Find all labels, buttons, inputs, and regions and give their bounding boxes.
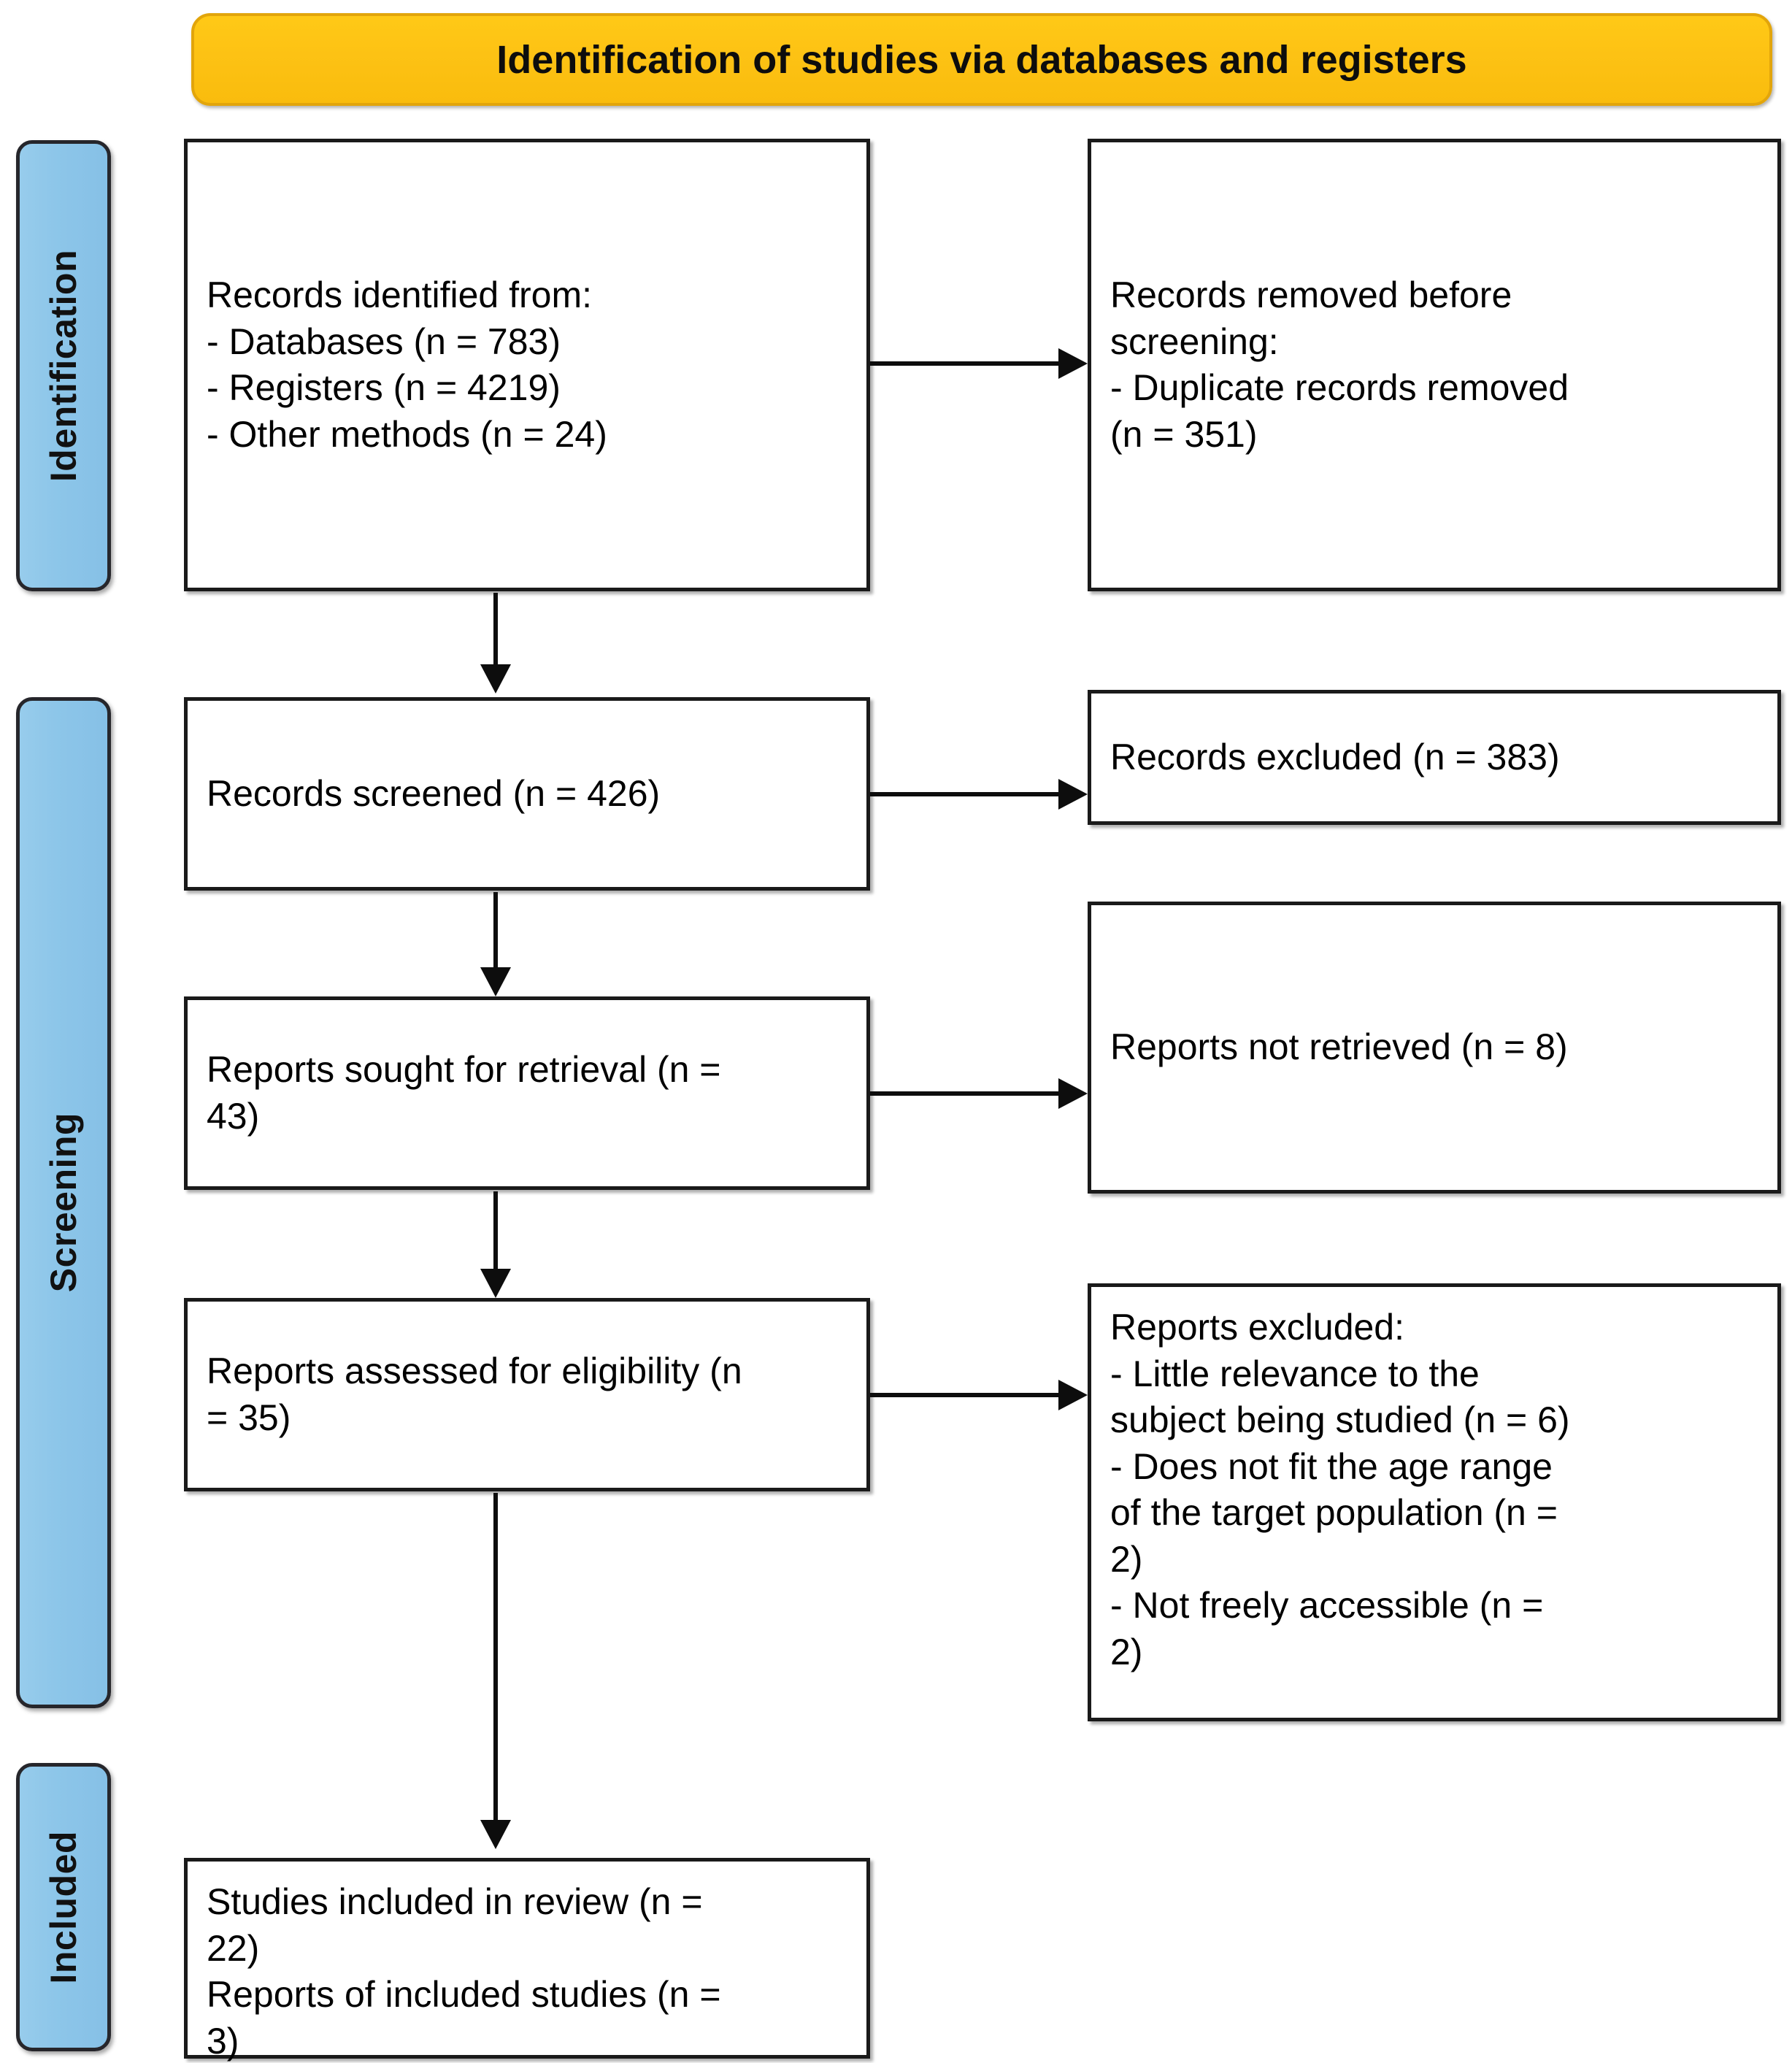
node-records-removed: Records removed before screening: - Dupl…	[1088, 139, 1781, 591]
arrow-screened-to-sought-head	[480, 967, 511, 996]
node-reports-assessed: Reports assessed for eligibility (n = 35…	[184, 1298, 870, 1491]
node-records-removed-text: Records removed before screening: - Dupl…	[1110, 274, 1569, 455]
arrow-sought-to-assessed-head	[480, 1269, 511, 1298]
stage-label-included-text: Included	[43, 1830, 84, 1984]
arrow-assessed-to-included	[493, 1493, 498, 1821]
node-studies-included-text: Studies included in review (n = 22) Repo…	[207, 1881, 721, 2062]
arrow-screened-to-sought	[493, 892, 498, 969]
arrow-assessed-to-reports-excluded	[870, 1393, 1058, 1397]
node-records-identified-text: Records identified from: - Databases (n …	[207, 274, 607, 455]
node-records-identified: Records identified from: - Databases (n …	[184, 139, 870, 591]
node-reports-excluded: Reports excluded: - Little relevance to …	[1088, 1283, 1781, 1721]
diagram-title: Identification of studies via databases …	[496, 37, 1467, 82]
arrow-assessed-to-reports-excluded-head	[1058, 1380, 1088, 1410]
arrow-identified-to-screened	[493, 593, 498, 666]
node-reports-sought-text: Reports sought for retrieval (n = 43)	[207, 1049, 721, 1137]
arrow-sought-to-not-retrieved-head	[1058, 1078, 1088, 1109]
node-records-screened-text: Records screened (n = 426)	[207, 772, 661, 814]
node-reports-excluded-text: Reports excluded: - Little relevance to …	[1110, 1307, 1570, 1672]
node-records-screened: Records screened (n = 426)	[184, 697, 870, 891]
arrow-identified-to-removed-head	[1058, 348, 1088, 379]
arrow-identified-to-removed	[870, 361, 1058, 366]
arrow-sought-to-assessed	[493, 1191, 498, 1270]
node-reports-sought: Reports sought for retrieval (n = 43)	[184, 996, 870, 1190]
node-records-excluded: Records excluded (n = 383)	[1088, 690, 1781, 825]
stage-label-identification-text: Identification	[43, 249, 84, 483]
arrow-assessed-to-included-head	[480, 1820, 511, 1849]
arrow-sought-to-not-retrieved	[870, 1091, 1058, 1096]
diagram-header-banner: Identification of studies via databases …	[191, 13, 1772, 106]
stage-label-included: Included	[16, 1763, 111, 2051]
node-reports-not-retrieved-text: Reports not retrieved (n = 8)	[1110, 1026, 1568, 1068]
node-studies-included: Studies included in review (n = 22) Repo…	[184, 1858, 870, 2062]
stage-label-screening-text: Screening	[43, 1113, 84, 1293]
arrow-screened-to-excluded-head	[1058, 779, 1088, 810]
arrow-identified-to-screened-head	[480, 664, 511, 694]
node-reports-not-retrieved: Reports not retrieved (n = 8)	[1088, 902, 1781, 1194]
arrow-screened-to-excluded	[870, 792, 1058, 796]
node-reports-assessed-text: Reports assessed for eligibility (n = 35…	[207, 1351, 742, 1438]
stage-label-identification: Identification	[16, 140, 111, 591]
node-records-excluded-text: Records excluded (n = 383)	[1110, 736, 1560, 777]
stage-label-screening: Screening	[16, 697, 111, 1708]
